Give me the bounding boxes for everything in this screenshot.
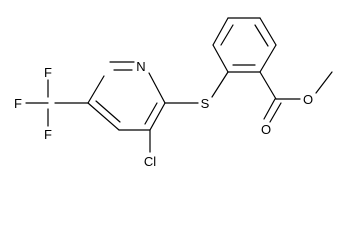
atom-label-s: S (201, 96, 210, 111)
atom-label-o-carbonyl: O (261, 122, 271, 137)
bond-c2-c3 (149, 102, 166, 131)
bond-c4-c5-inner (95, 100, 121, 123)
bond-b4-b5 (259, 17, 277, 46)
atom-label-o-ester: O (303, 92, 313, 107)
methyl-ester-group (259, 71, 333, 123)
atom-label-cl: Cl (144, 154, 156, 169)
bond-c2-c3-inner (144, 102, 158, 125)
bond-b1-b2 (212, 44, 229, 73)
bond-b2-b3-inner (220, 24, 234, 46)
bond-c5-c6 (87, 75, 105, 104)
bond-carbonyl-o-double-1 (263, 98, 276, 120)
benzene-ring (212, 17, 277, 73)
bond-c4-c5 (87, 102, 120, 131)
chemical-structure: N S Cl F F F O O (14, 17, 333, 169)
bond-b5-b6 (259, 44, 277, 73)
trifluoromethyl-group (25, 79, 89, 127)
thioether-bridge (164, 71, 229, 104)
atom-label-f-left: F (14, 96, 22, 111)
structure-canvas: N S Cl F F F O O (14, 17, 333, 169)
bond-o-methyl (315, 71, 333, 94)
bond-carbonyl-o-double-2 (269, 102, 282, 123)
pyridine-ring (87, 61, 166, 131)
bond-b4-b5-inner (254, 24, 269, 47)
atom-label-f-top: F (44, 65, 52, 80)
bond-b6-carbonyl (259, 71, 277, 100)
bond-s-c1b (211, 71, 229, 98)
atom-label-n: N (136, 59, 145, 74)
atom-label-f-bottom: F (44, 127, 52, 142)
bond-b2-b3 (212, 17, 229, 46)
bond-n-c2 (148, 72, 166, 104)
